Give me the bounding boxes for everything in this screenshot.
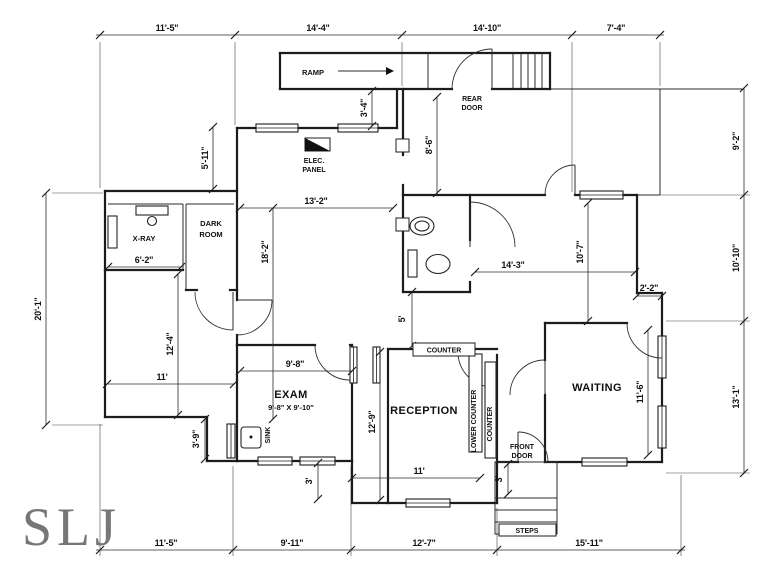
rear-door [451,48,493,90]
windows [226,123,667,508]
hall-door [236,299,273,336]
dim-9-8: 9'-8" [286,359,304,369]
dim-5-11: 5'-11" [200,147,210,170]
dim-14-3: 14'-3" [501,260,524,270]
dim-top-3: 14'-10" [473,23,501,33]
dim-5: 5' [397,316,407,323]
dim-bottom-1: 11'-5" [155,538,178,548]
window [657,405,667,449]
dim-18-2: 18'-2" [260,240,270,263]
dim-right-1: 9'-2" [731,132,741,150]
dim-11-reception: 11' [413,466,424,476]
toilet [407,249,451,278]
ramp-arrow [338,67,394,75]
bathroom-sink [409,216,435,236]
dim-3-4: 3'-4" [359,99,369,117]
dim-2-2: 2'-2" [640,283,658,293]
dim-10-7: 10'-7" [575,240,585,263]
dim-bottom-4: 15'-11" [575,538,603,548]
label-counter-top: COUNTER [427,348,462,355]
label-elec-panel: ELEC. [304,158,325,165]
window [337,123,379,133]
room-label-reception: RECEPTION [390,405,458,417]
waiting-door [509,359,546,396]
window [226,423,236,459]
bathroom-door [469,201,516,248]
dim-13-2: 13'-2" [304,196,327,206]
window [299,456,336,466]
exam-door [314,344,351,381]
xray-cabinet [107,215,118,249]
label-front-door-2: DOOR [512,453,533,460]
label-sink: SINK [265,427,272,444]
label-rear-door-2: DOOR [462,105,483,112]
dim-11-6: 11'-6" [635,381,645,404]
dim-right-2: 10'-10" [731,244,741,272]
dimension-labels: 11'-5" 14'-4" 14'-10" 7'-4" 11'-5" 9'-11… [33,23,741,548]
dim-left-1: 20'-1" [33,297,43,320]
walls [103,51,664,505]
extension-lines [52,42,750,556]
room-label-exam: EXAM [274,389,307,401]
rear-right-door [544,164,576,196]
counter-cabinet [484,361,497,459]
waiting-side-door [626,322,663,359]
room-label-xray: X-RAY [133,234,156,243]
logo-slj: SLJ [22,497,121,557]
front-door [517,431,549,463]
room-label-waiting: WAITING [572,382,622,394]
dim-bottom-2: 9'-11" [281,538,304,548]
window [581,457,628,467]
window [579,190,624,200]
label-rear-door: REAR [462,96,482,103]
room-labels: X-RAY DARK ROOM EXAM 9'-8" X 9'-10" RECE… [133,68,622,460]
label-counter-side: COUNTER [487,407,494,442]
exam-sink [240,426,262,449]
room-label-dark: DARK [200,219,222,228]
label-lower-counter: LOWER COUNTER [471,390,478,453]
dark-room-door [194,291,234,331]
window [257,456,293,466]
dim-11-left: 11' [156,372,167,382]
dimension-lines [41,30,749,555]
steps-label-box: STEPS [498,523,557,537]
wall-cap [349,346,358,384]
dim-3-9: 3'-9" [191,430,201,448]
fixtures [107,67,558,535]
dim-top-4: 7'-4" [607,23,625,33]
electrical-panel [304,137,331,152]
window [255,123,299,133]
dim-top-2: 14'-4" [306,23,329,33]
xray-table [135,205,169,227]
label-elec-panel-2: PANEL [302,167,326,174]
window [405,498,451,508]
window [657,335,667,379]
dim-12-4: 12'-4" [165,332,175,355]
dim-3-front: 3' [494,476,504,483]
label-ramp: RAMP [302,68,324,77]
dim-right-3: 13'-1" [731,385,741,408]
dim-3-exam: 3' [304,478,314,485]
dim-top-1: 11'-5" [156,23,179,33]
room-label-exam-size: 9'-8" X 9'-10" [268,403,314,412]
label-front-door: FRONT [510,444,535,451]
dim-12-9: 12'-9" [367,410,377,433]
dim-6-2: 6'-2" [135,255,153,265]
label-steps: STEPS [516,528,539,535]
dim-8-6: 8'-6" [424,136,434,154]
room-label-dark-2: ROOM [199,230,222,239]
counter-label-box: COUNTER [412,342,476,357]
dim-bottom-3: 12'-7" [412,538,435,548]
